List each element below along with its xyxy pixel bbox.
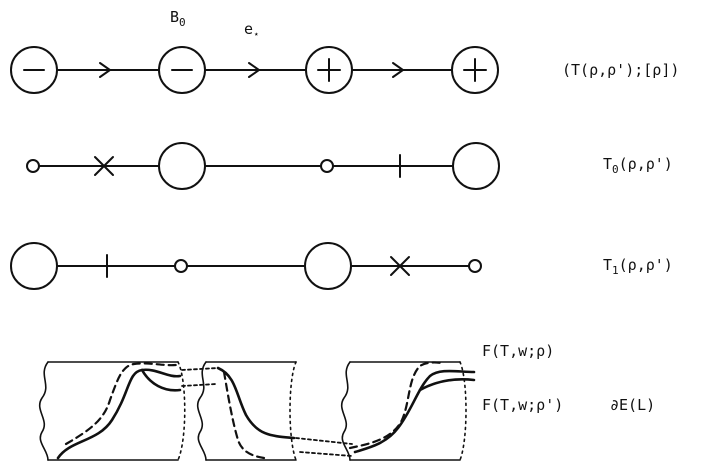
row2-graph: [26, 142, 500, 190]
f-rho-prime-label: F(T,w;ρ'): [482, 396, 564, 414]
row2-label: T0(ρ,ρ'): [603, 155, 673, 176]
cross-mark-icon: [390, 256, 410, 276]
row1-node-minus: [10, 46, 58, 94]
cylinder-right: [340, 361, 467, 461]
row2-label-sub: 0: [612, 163, 619, 176]
arrow-right-icon: [392, 62, 405, 78]
b0-label: B0: [170, 8, 186, 29]
row1-label: (T(ρ,ρ');[ρ]): [562, 61, 680, 79]
row3-big-node: [10, 242, 58, 290]
row1-node-plus: [451, 46, 499, 94]
estar-label: e⋆: [244, 20, 260, 41]
curve-f-rho-prime: [64, 361, 444, 460]
estar-label-main: e: [244, 20, 254, 38]
b0-label-sub: 0: [179, 16, 186, 29]
estar-label-sub: ⋆: [253, 28, 260, 41]
cross-mark-icon: [94, 156, 114, 176]
row3-label-args: (ρ,ρ'): [618, 256, 673, 274]
row3-label-main: T: [603, 256, 613, 274]
row3-big-node: [304, 242, 352, 290]
row2-small-node: [320, 159, 334, 173]
arrow-right-icon: [99, 62, 112, 78]
row1-graph: [10, 46, 499, 94]
row2-label-main: T: [603, 155, 613, 173]
row1-node-plus: [305, 46, 353, 94]
row3-graph: [10, 242, 482, 290]
row2-big-node: [452, 142, 500, 190]
row1-node-minus: [158, 46, 206, 94]
curve-connectors: [181, 367, 353, 457]
row2-small-node: [26, 159, 40, 173]
cylinder-middle: [196, 361, 297, 461]
cylinder-drawing: [38, 361, 467, 461]
plus-sign-icon: [317, 58, 341, 82]
arrow-right-icon: [248, 62, 261, 78]
row3-label-sub: 1: [612, 264, 619, 277]
row2-big-node: [158, 142, 206, 190]
f-rho-label: F(T,w;ρ): [482, 342, 555, 360]
row3-small-node: [468, 259, 482, 273]
cylinder-left: [38, 361, 186, 461]
row2-label-args: (ρ,ρ'): [618, 155, 673, 173]
b0-label-main: B: [170, 8, 180, 26]
plus-sign-icon: [463, 58, 487, 82]
boundary-el-label: ∂E(L): [610, 396, 656, 414]
curve-f-rho: [56, 366, 476, 460]
row3-small-node: [174, 259, 188, 273]
row3-label: T1(ρ,ρ'): [603, 256, 673, 277]
